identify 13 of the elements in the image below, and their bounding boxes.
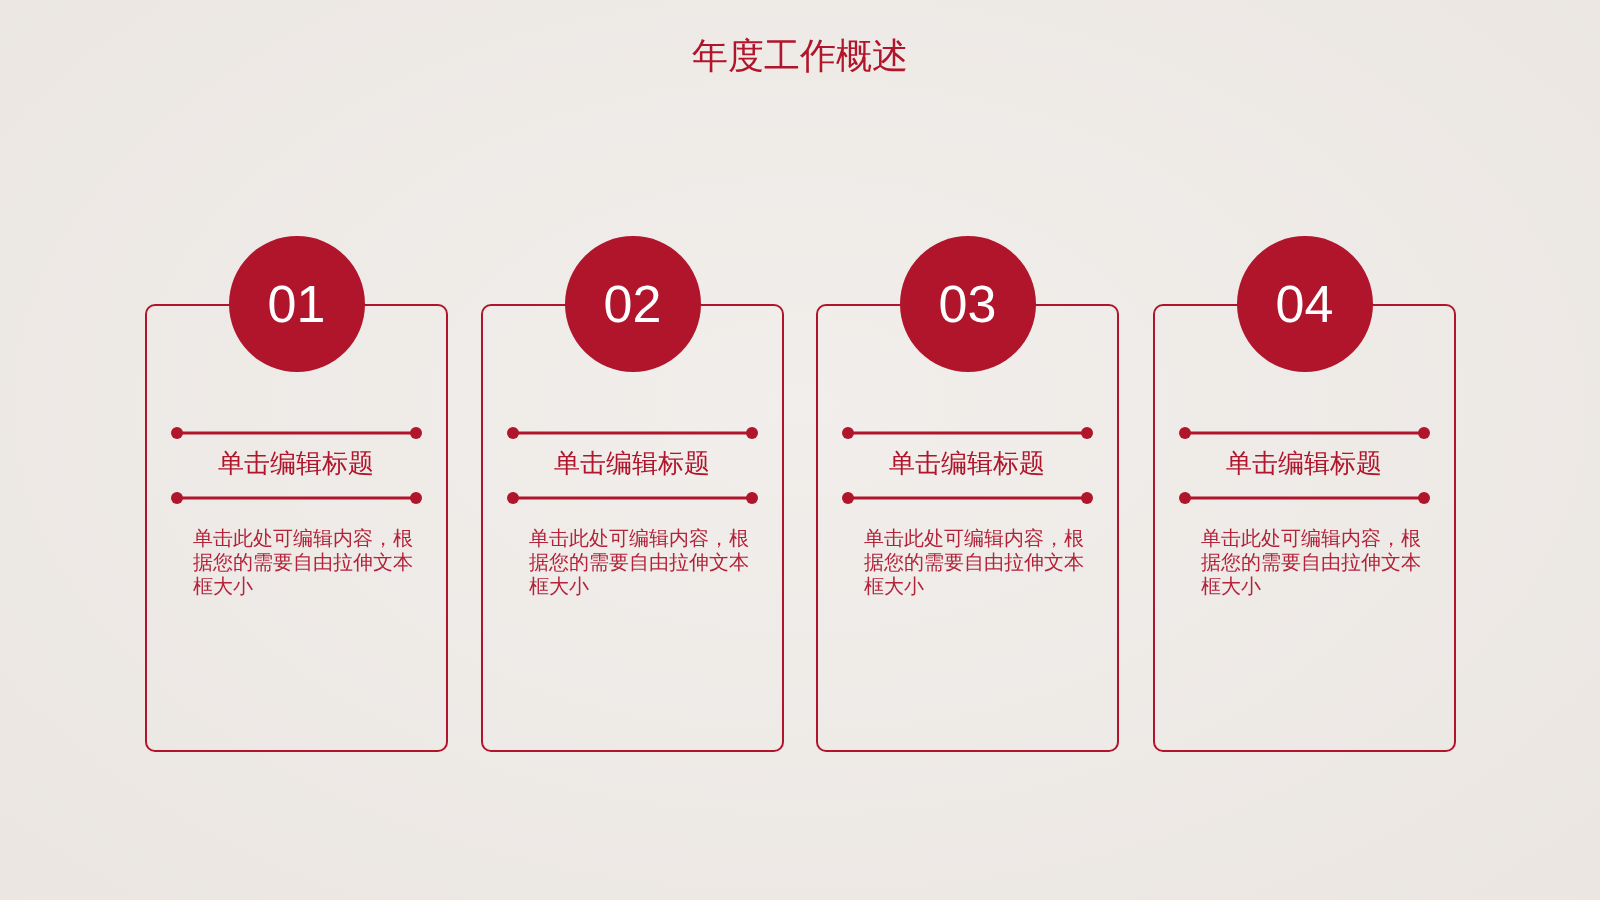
heading: 单击编辑标题 bbox=[1226, 448, 1382, 479]
title: 年度工作概述 bbox=[692, 34, 908, 78]
heading: 单击编辑标题 bbox=[889, 448, 1045, 479]
number-circle: 01 bbox=[228, 236, 365, 372]
heading: 单击编辑标题 bbox=[554, 448, 710, 479]
body-text: 单击此处可编辑内容，根据您的需要自由拉伸文本框大小 bbox=[864, 526, 1085, 598]
number-circle: 03 bbox=[899, 236, 1036, 372]
heading: 单击编辑标题 bbox=[218, 448, 374, 479]
body-text: 单击此处可编辑内容，根据您的需要自由拉伸文本框大小 bbox=[1201, 526, 1422, 598]
body-text: 单击此处可编辑内容，根据您的需要自由拉伸文本框大小 bbox=[193, 526, 414, 598]
number-circle: 02 bbox=[564, 236, 701, 372]
body-text: 单击此处可编辑内容，根据您的需要自由拉伸文本框大小 bbox=[529, 526, 750, 598]
number-circle: 04 bbox=[1236, 236, 1373, 372]
